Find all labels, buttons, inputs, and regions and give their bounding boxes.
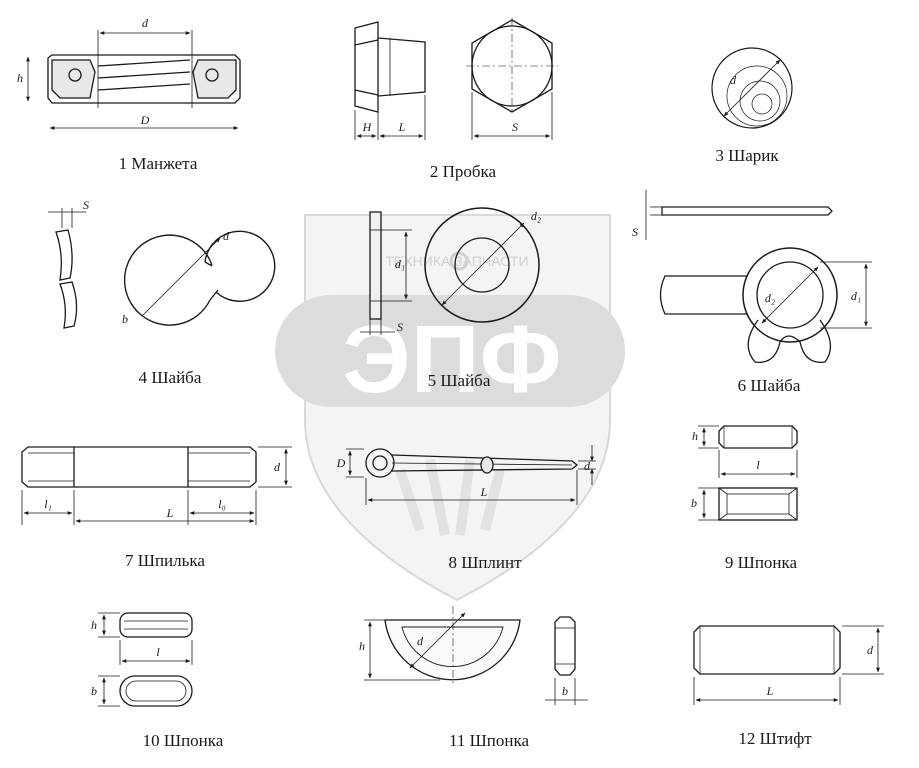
part-1-dim-D: D [140, 113, 150, 127]
part-6-dim-d1: d₁ [851, 289, 861, 303]
part-2-dim-S: S [512, 120, 518, 134]
part-5-caption: 5 Шайба [428, 371, 491, 390]
part-5-dim-S: S [397, 320, 403, 334]
part-1-caption: 1 Манжета [119, 154, 198, 173]
part-8-dim-L: L [480, 485, 488, 499]
part-12-caption: 12 Штифт [738, 729, 812, 748]
part-10-dim-b: b [91, 684, 97, 698]
part-8-dim-d: d [584, 459, 591, 473]
part-11-woodruff-key [364, 606, 588, 705]
part-9-dim-b: b [691, 496, 697, 510]
part-6-dim-d2: d₂ [765, 291, 775, 305]
part-1-dim-d: d [142, 16, 149, 30]
part-10-dim-l: l [156, 645, 160, 659]
part-2-dim-L: L [398, 120, 406, 134]
part-5-dim-d2: d₂ [531, 209, 541, 223]
part-8-caption: 8 Шплинт [448, 553, 522, 572]
part-8-cotter-pin [346, 445, 596, 505]
part-4-spring-washer [48, 208, 276, 329]
part-12-pin [693, 625, 884, 705]
part-9-caption: 9 Шпонка [725, 553, 798, 572]
part-1-dim-h: h [17, 71, 23, 85]
part-2-plug [354, 18, 558, 140]
part-10-caption: 10 Шпонка [143, 731, 224, 750]
part-11-dim-d: d [417, 634, 424, 648]
part-7-dim-l1: l₁ [44, 497, 52, 511]
part-7-stud [21, 446, 292, 525]
part-5-flat-washer [360, 207, 540, 335]
part-11-dim-h: h [359, 639, 365, 653]
part-9-key [698, 425, 798, 521]
part-4-dim-b: b [122, 312, 128, 326]
part-11-caption: 11 Шпонка [449, 731, 529, 750]
part-6-lock-washer [645, 190, 872, 363]
part-10-key [98, 612, 193, 707]
part-12-dim-d: d [867, 643, 874, 657]
watermark-logo-text: ЭПФ [342, 306, 561, 413]
part-7-caption: 7 Шпилька [125, 551, 205, 570]
part-4-dim-S: S [83, 198, 89, 212]
part-5-dim-d1: d₁ [395, 257, 405, 271]
part-10-dim-h: h [91, 618, 97, 632]
part-3-dim-d: d [730, 73, 737, 87]
part-3-caption: 3 Шарик [715, 146, 779, 165]
part-4-caption: 4 Шайба [139, 368, 202, 387]
part-12-dim-L: L [766, 684, 774, 698]
part-7-dim-L: L [166, 506, 174, 520]
part-9-dim-h: h [692, 429, 698, 443]
part-9-dim-l: l [756, 458, 760, 472]
part-8-dim-D: D [336, 456, 346, 470]
part-3-ball [711, 47, 793, 129]
part-1-cuff [26, 30, 241, 130]
part-6-dim-S: S [632, 225, 638, 239]
part-7-dim-l0: l₀ [218, 497, 226, 511]
watermark-band [275, 295, 625, 407]
watermark-logo: ТЕХНИКА ЗАПЧАСТИ ЭПФ [275, 214, 625, 602]
part-11-dim-b: b [562, 684, 568, 698]
part-2-dim-H: H [362, 120, 373, 134]
part-2-caption: 2 Пробка [430, 162, 497, 181]
part-6-caption: 6 Шайба [738, 376, 801, 395]
part-7-dim-d: d [274, 460, 281, 474]
part-4-dim-d: d [223, 229, 230, 243]
